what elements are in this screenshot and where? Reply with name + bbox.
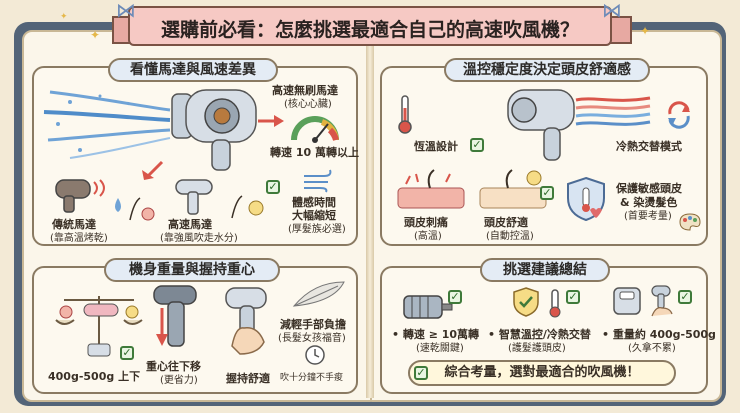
sparkle-icon: ✦ — [60, 12, 68, 22]
center-lower-label: 重心往下移 — [146, 360, 201, 373]
thermometer-icon — [398, 95, 412, 134]
wind-gust-icon — [43, 90, 171, 159]
book-spine — [366, 30, 374, 398]
summary-item-speed: • 轉速 ≥ 10萬轉 — [392, 328, 480, 341]
shield-thermometer-icon — [567, 176, 605, 222]
check-icon: ✓ — [540, 186, 554, 200]
hair-smile-icon — [231, 195, 264, 219]
highspeed-motor-label: 高速馬達 — [168, 218, 212, 231]
palette-icon — [679, 213, 701, 231]
scalp-hurt-label: 頭皮刺痛 — [404, 216, 448, 229]
hot-cold-alternate-label: 冷熱交替模式 — [616, 140, 682, 153]
speed-gauge-icon — [291, 116, 339, 143]
traditional-motor-sublabel: (靠高溫烤乾) — [50, 233, 108, 244]
center-lower-sublabel: (更省力) — [160, 375, 198, 386]
arrow-right-icon — [258, 115, 284, 127]
check-icon: ✓ — [678, 290, 692, 304]
traditional-dryer-icon — [55, 179, 105, 213]
balance-scale-icon — [55, 296, 143, 357]
shield-check-icon — [513, 287, 539, 317]
check-icon: ✓ — [470, 138, 484, 152]
reduce-burden-sublabel: (長髮女孩福音) — [278, 333, 346, 344]
panel-motor-title: 看懂馬達與風速差異 — [108, 58, 278, 82]
summary-item-weight-note: (久拿不累) — [628, 343, 676, 354]
protect-hair-color-label: & 染燙髮色 — [620, 196, 678, 209]
thermometer-icon — [549, 289, 561, 318]
bow-icon: ⋈ — [602, 0, 622, 22]
panel-weight-title: 機身重量與握持重心 — [104, 258, 280, 282]
feel-time-label-2: 大幅縮短 — [292, 209, 336, 222]
highspeed-dryer-icon — [175, 179, 213, 215]
no-tired-label: 吹十分鐘不手痠 — [280, 373, 344, 383]
water-drop-hair-icon — [115, 197, 155, 221]
check-icon: ✓ — [266, 180, 280, 194]
summary-conclusion-bar: 綜合考量，選對最適合的吹風機！ — [408, 360, 676, 386]
motor-icon — [403, 295, 453, 319]
weight-scale-icon — [613, 287, 641, 315]
cycle-arrows-icon — [668, 101, 690, 129]
reduce-burden-label: 減輕手部負擔 — [280, 318, 346, 331]
warm-cool-wind-icon — [575, 96, 651, 126]
check-icon: ✓ — [120, 346, 134, 360]
clock-icon — [305, 345, 325, 365]
protect-priority-label: (首要考量) — [624, 211, 672, 222]
hand-dryer-icon — [651, 285, 673, 317]
hairdryer-motor-icon — [171, 89, 257, 171]
page-title: 選購前必看：怎麼挑選最適合自己的高速吹風機？ — [160, 19, 579, 41]
protect-scalp-label: 保護敏感頭皮 — [616, 182, 682, 195]
constant-temp-label: 恆溫設計 — [414, 140, 458, 153]
traditional-motor-label: 傳統馬達 — [52, 218, 96, 231]
scalp-comfort-sublabel: (自動控溫) — [486, 231, 534, 242]
scalp-comfort-label: 頭皮舒適 — [484, 216, 528, 229]
summary-item-temp-note: (護髮護頭皮) — [508, 343, 566, 354]
check-icon: ✓ — [448, 290, 462, 304]
motor-core-sublabel: (核心心臟) — [284, 99, 332, 110]
scalp-comfort-icon — [479, 169, 547, 209]
title-ribbon: 選購前必看：怎麼挑選最適合自己的高速吹風機？ — [128, 6, 612, 46]
scalp-hurt-icon — [397, 169, 465, 209]
summary-conclusion-label: 綜合考量，選對最適合的吹風機！ — [444, 365, 640, 380]
summary-item-speed-note: (速乾關鍵) — [416, 343, 464, 354]
weight-range-label: 400g-500g 上下 — [48, 370, 141, 383]
center-of-gravity-dryer-icon — [153, 285, 197, 347]
feather-icon — [292, 281, 345, 307]
feel-time-label: 體感時間 — [292, 196, 336, 209]
sparkle-icon: ✦ — [640, 24, 651, 38]
summary-item-weight: • 重量約 400g-500g — [602, 328, 716, 341]
scalp-hurt-sublabel: (高溫) — [414, 231, 442, 242]
check-icon: ✓ — [414, 366, 428, 380]
grip-comfort-label: 握持舒適 — [226, 372, 270, 385]
summary-item-temp: • 智慧溫控/冷熱交替 — [488, 328, 591, 341]
bow-icon: ⋈ — [116, 0, 136, 22]
feel-time-sublabel: (厚髮族必選) — [288, 224, 346, 235]
wind-icon — [304, 169, 332, 193]
highspeed-motor-sublabel: (靠強風吹走水分) — [160, 233, 238, 244]
panel-temperature-title: 溫控穩定度決定頭皮舒適感 — [444, 58, 650, 82]
panel-summary-title: 挑選建議總結 — [480, 258, 610, 282]
check-icon: ✓ — [566, 290, 580, 304]
hand-grip-dryer-icon — [225, 287, 267, 355]
sparkle-icon: ✦ — [90, 28, 101, 42]
motor-core-label: 高速無刷馬達 — [272, 84, 338, 97]
speed-label: 轉速 10 萬轉以上 — [270, 146, 359, 159]
arrow-down-left-icon — [142, 160, 164, 180]
hairdryer-temp-icon — [507, 89, 575, 161]
